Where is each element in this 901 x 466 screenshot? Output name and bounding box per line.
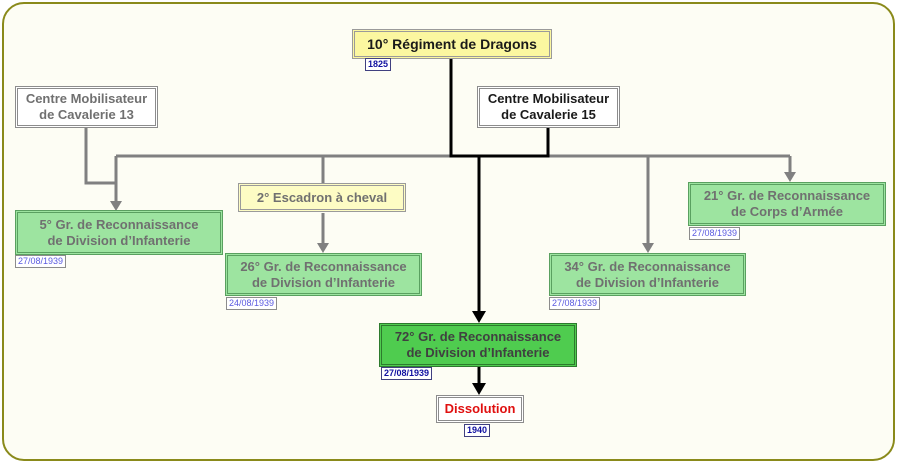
arrowhead-gr21 xyxy=(784,172,796,182)
arrowhead-gr26 xyxy=(317,243,329,253)
node-centre-mobilisateur-15: Centre Mobilisateur de Cavalerie 15 xyxy=(477,86,620,128)
arrowhead-gr34 xyxy=(642,243,654,253)
link-root-down xyxy=(449,57,479,158)
link-cmc13-to-gr5 xyxy=(84,128,116,185)
node-34e-gr-reconnaissance: 34° Gr. de Reconnaissance de Division d’… xyxy=(549,253,746,296)
arrowhead-gr5 xyxy=(110,201,122,211)
arrowhead-dissolution xyxy=(472,383,486,395)
date-gr34: 27/08/1939 xyxy=(549,297,601,310)
link-cmc15-down xyxy=(479,128,550,158)
date-1940: 1940 xyxy=(464,424,491,437)
date-1825: 1825 xyxy=(365,58,392,71)
node-5e-gr-reconnaissance: 5° Gr. de Reconnaissance de Division d’I… xyxy=(15,210,223,255)
node-10e-regiment-dragons: 10° Régiment de Dragons xyxy=(352,29,552,59)
date-gr5: 27/08/1939 xyxy=(15,255,67,268)
node-2e-escadron-a-cheval: 2° Escadron à cheval xyxy=(238,183,406,212)
date-gr72: 27/08/1939 xyxy=(381,367,433,380)
node-dissolution: Dissolution xyxy=(436,395,524,423)
arrowhead-gr72 xyxy=(472,311,486,323)
date-gr26: 24/08/1939 xyxy=(226,297,278,310)
date-gr21: 27/08/1939 xyxy=(689,227,741,240)
node-centre-mobilisateur-13: Centre Mobilisateur de Cavalerie 13 xyxy=(15,86,158,128)
node-21e-gr-reconnaissance: 21° Gr. de Reconnaissance de Corps d’Arm… xyxy=(688,182,886,226)
node-26e-gr-reconnaissance: 26° Gr. de Reconnaissance de Division d’… xyxy=(225,253,422,296)
node-72e-gr-reconnaissance: 72° Gr. de Reconnaissance de Division d’… xyxy=(379,323,577,367)
